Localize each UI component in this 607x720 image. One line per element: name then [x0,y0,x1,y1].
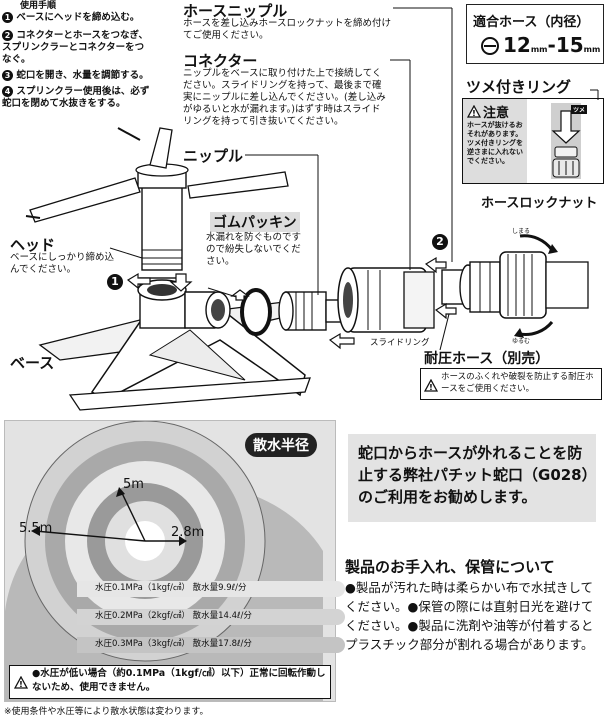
gasket-desc: 水漏れを防ぐものですので紛失しないでください。 [206,232,304,268]
head-label: ヘッド [10,236,56,254]
band-pressure: 水圧0.3MPa（3kgf/㎠） [95,639,190,649]
gasket-label: ゴムパッキン [210,212,300,232]
usage-panel: 使用手順 1 ベースにヘッドを締め込む。 2 コネクターとホースをつなぎ、スプリ… [0,0,150,112]
care-text: ●製品が汚れた時は柔らかい布で水拭きしてください。●保管の際には直射日光を避けて… [345,580,594,652]
head-drawing [25,127,289,271]
slide-ring-label: スライドリング [370,338,430,348]
low-pressure-warning: ! ●水圧が低い場合（約0.1MPa（1kgf/㎠）以下）正常に回転作動しないた… [9,665,331,699]
connector-label: コネクター [183,52,258,70]
base-drawing [38,277,317,411]
step-marker-1: 1 [107,274,123,290]
care-title: 製品のお手入れ、保管について [345,558,555,576]
pressure-hose-desc: ホースのふくれや破裂を防止する耐圧ホースをご使用ください。 [441,372,594,394]
pressure-band-3: 水圧0.3MPa（3kgf/㎠） 散水量17.8ℓ/分 [77,637,345,653]
assembly-illustration [25,7,599,411]
svg-text:!: ! [429,383,433,392]
usage-title: 使用手順 [20,1,57,11]
spec-unit: mm [530,45,548,54]
radius-panel: 散水半径 5m 5.5m 2.8m 水圧0.1MPa（1kgf/㎠） 散水量9.… [4,420,345,702]
warning-icon: ! [466,103,482,122]
footnote: ※使用条件や水圧等により散水状態は変わります。 [4,707,209,717]
band-flow: 散水量9.9ℓ/分 [192,583,247,593]
caution-box: ! 注意 ホースが抜けるおそれがあります。ツメ付きリングを逆さまに入れないでくだ… [462,98,604,184]
loosen-label: ゆるむ [512,338,531,345]
claw-ring-illustration: ツメ [533,103,599,179]
warning-icon: ! [13,674,29,693]
step-text: スプリンクラー使用後は、必ず蛇口を閉めて水抜きをする。 [2,86,150,109]
gasket-drawing [240,288,272,336]
hose-lock-nut-label: ホースロックナット [481,196,598,211]
spec-unit: mm [583,45,601,54]
radius-diagram [5,421,323,701]
band-pressure: 水圧0.1MPa（1kgf/㎠） [95,583,190,593]
step-number: 2 [2,30,13,41]
spec-dash: - [547,33,556,57]
usage-step-4: 4 スプリンクラー使用後は、必ず蛇口を閉めて水抜きをする。 [2,86,150,110]
band-flow: 散水量14.4ℓ/分 [192,611,252,621]
assembly-arrows [126,256,457,350]
radius-title: 散水半径 [245,433,317,457]
nipple-label: ニップル [183,147,244,165]
step-text: 蛇口を開き、水量を調節する。 [16,70,149,81]
tighten-label: しまる [512,228,531,235]
base-label: ベース [10,354,55,372]
radius-5m: 5m [123,477,144,492]
hose-nipple-label: ホースニップル [183,2,288,20]
spec-value-min: 12 [503,33,531,57]
pressure-band-2: 水圧0.2MPa（2kgf/㎠） 散水量14.4ℓ/分 [77,609,345,625]
claw-ring-label: ツメ付きリング [466,78,572,96]
usage-step-3: 3 蛇口を開き、水量を調節する。 [2,70,150,82]
pressure-hose-note: ! ホースのふくれや破裂を防止する耐圧ホースをご使用ください。 [420,368,602,400]
hose-section-icon [481,37,499,59]
connector-drawing [337,267,435,333]
band-flow: 散水量17.8ℓ/分 [192,639,252,649]
low-pressure-text: ●水圧が低い場合（約0.1MPa（1kgf/㎠）以下）正常に回転作動しないため、… [32,668,326,693]
step-marker-2: 2 [432,234,448,250]
head-desc: ベースにしっかり締め込んでください。 [10,252,115,275]
hose-nipple-drawing [441,261,501,313]
svg-text:!: ! [472,109,476,118]
caution-title: 注意 [483,106,510,121]
connector-desc: ニップルをベースに取り付けた上で接続してください。スライドリングを持って、最後ま… [183,68,386,127]
step-number: 1 [2,12,13,23]
pressure-band-1: 水圧0.1MPa（1kgf/㎠） 散水量9.9ℓ/分 [77,581,345,597]
hose-spec-box: 適合ホース（内径） 12mm-15mm [466,4,604,64]
hose-lock-nut-drawing [499,234,589,338]
radius-2-8m: 2.8m [171,525,205,540]
hose-spec-value: 12mm-15mm [503,33,600,57]
step-text: ベースにヘッドを締め込む。 [16,12,140,23]
ad-text: 蛇口からホースが外れることを防止する弊社パチット蛇口（G028）のご利用をお勧め… [358,444,590,506]
spec-value-max: 15 [555,33,584,57]
ad-box: 蛇口からホースが外れることを防止する弊社パチット蛇口（G028）のご利用をお勧め… [348,434,596,522]
claw-badge: ツメ [571,105,588,114]
radius-5-5m: 5.5m [19,521,53,536]
svg-text:!: ! [19,680,23,689]
hose-nipple-desc: ホースを差し込みホースロックナットを締め付けてご使用ください。 [183,18,392,41]
pressure-hose-label: 耐圧ホース（別売） [424,351,550,367]
band-pressure: 水圧0.2MPa（2kgf/㎠） [95,611,190,621]
usage-step-2: 2 コネクターとホースをつなぎ、スプリンクラーとコネクターをつなぐ。 [2,30,150,66]
warning-icon: ! [423,377,439,396]
hose-spec-title: 適合ホース（内径） [473,15,590,30]
step-text: コネクターとホースをつなぎ、スプリンクラーとコネクターをつなぐ。 [2,30,148,65]
usage-step-1: 1 ベースにヘッドを締め込む。 [2,12,150,24]
step-number: 4 [2,86,13,97]
step-number: 3 [2,70,13,81]
leader-lines [109,7,599,351]
caution-text: ホースが抜けるおそれがあります。ツメ付きリングを逆さまに入れないでください。 [467,121,523,165]
